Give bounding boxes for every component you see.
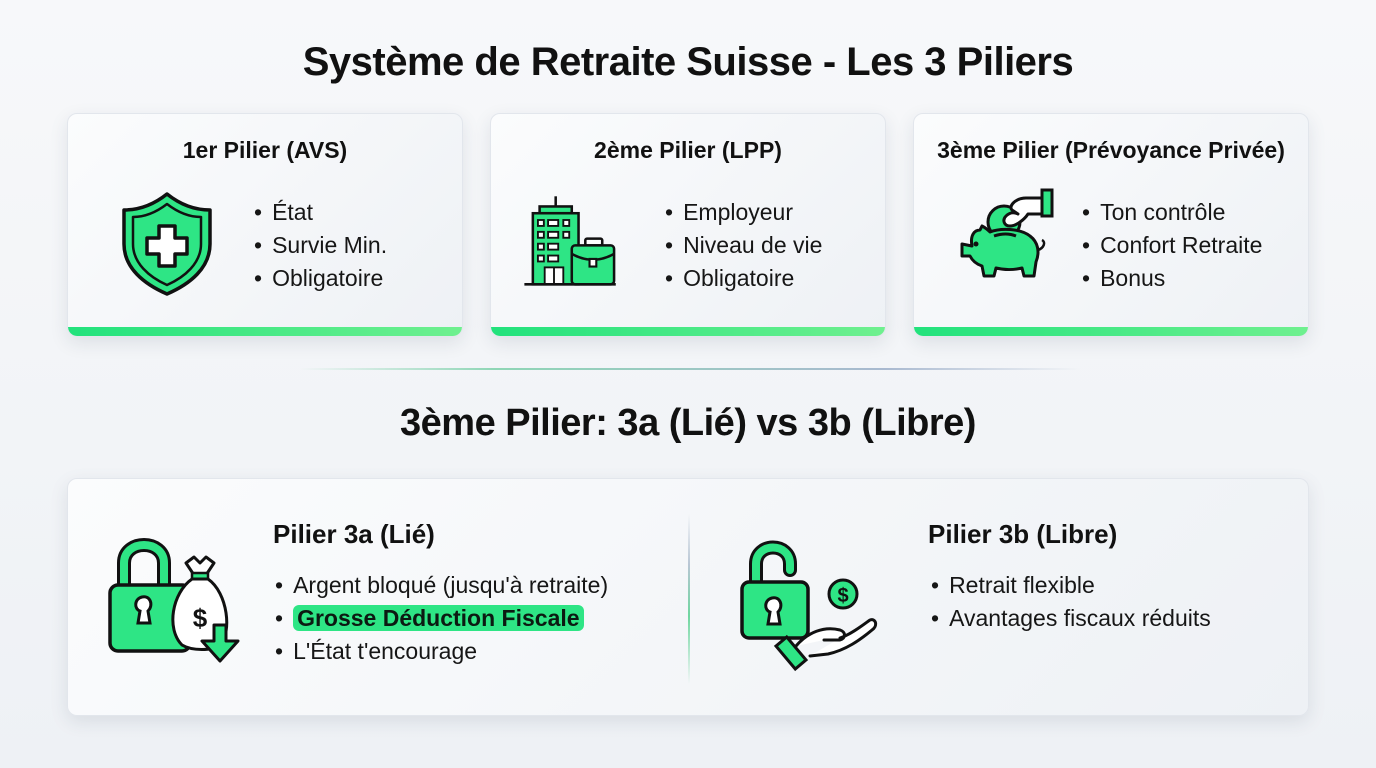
comparison-title: 3ème Pilier: 3a (Lié) vs 3b (Libre) — [400, 402, 976, 444]
feature-item: Niveau de vie — [665, 229, 822, 262]
feature-item: Argent bloqué (jusqu'à retraite) — [275, 569, 608, 602]
pillar-card-private: 3ème Pilier (Prévoyance Privée) Ton cont… — [913, 113, 1309, 337]
feature-item: L'État t'encourage — [275, 635, 608, 668]
svg-text:$: $ — [837, 585, 848, 607]
feature-item: Ton contrôle — [1082, 196, 1262, 229]
feature-item: Confort Retraite — [1082, 229, 1262, 262]
pillar-3a-title: Pilier 3a (Lié) — [273, 519, 435, 549]
svg-text:$: $ — [193, 603, 208, 633]
pillar-3b-title: Pilier 3b (Libre) — [928, 519, 1118, 549]
comparison-card: $ Pilier 3a (Lié) Argent bloqué (jusqu'à… — [67, 478, 1309, 716]
pillar-3a-features: Argent bloqué (jusqu'à retraite) Grosse … — [275, 569, 608, 668]
feature-item: Avantages fiscaux réduits — [931, 602, 1211, 635]
highlight-badge: Grosse Déduction Fiscale — [293, 605, 584, 631]
pillar-title: 1er Pilier (AVS) — [182, 137, 348, 163]
pillar-card-avs: 1er Pilier (AVS) État Survie Min. Obliga… — [67, 113, 463, 337]
pillar-features: Employeur Niveau de vie Obligatoire — [665, 196, 822, 295]
locked-padlock-money-bag-icon: $ — [108, 538, 240, 663]
feature-item-highlighted: Grosse Déduction Fiscale — [275, 602, 608, 635]
pillar-features: État Survie Min. Obligatoire — [254, 196, 387, 295]
pillar-card-lpp: 2ème Pilier (LPP) Employeur Niveau de vi… — [490, 113, 886, 337]
feature-item: Bonus — [1082, 262, 1262, 295]
accent-bar — [914, 327, 1308, 336]
pillar-title: 3ème Pilier (Prévoyance Privée) — [937, 137, 1285, 163]
pillar-title: 2ème Pilier (LPP) — [594, 137, 782, 163]
main-title: Système de Retraite Suisse - Les 3 Pilie… — [302, 40, 1074, 84]
pillar-features: Ton contrôle Confort Retraite Bonus — [1082, 196, 1262, 295]
feature-item: Retrait flexible — [931, 569, 1211, 602]
feature-item: Survie Min. — [254, 229, 387, 262]
feature-item: Obligatoire — [665, 262, 822, 295]
feature-item: État — [254, 196, 387, 229]
section-divider — [300, 368, 1080, 370]
feature-item: Employeur — [665, 196, 822, 229]
pillar-3b-features: Retrait flexible Avantages fiscaux rédui… — [931, 569, 1211, 635]
feature-item: Obligatoire — [254, 262, 387, 295]
accent-bar — [68, 327, 462, 336]
column-divider — [688, 514, 690, 684]
shield-cross-icon — [122, 192, 212, 296]
unlocked-padlock-hand-coin-icon: $ — [740, 540, 878, 672]
piggy-bank-icon — [960, 188, 1054, 278]
building-briefcase-icon — [524, 196, 616, 286]
accent-bar — [491, 327, 885, 336]
